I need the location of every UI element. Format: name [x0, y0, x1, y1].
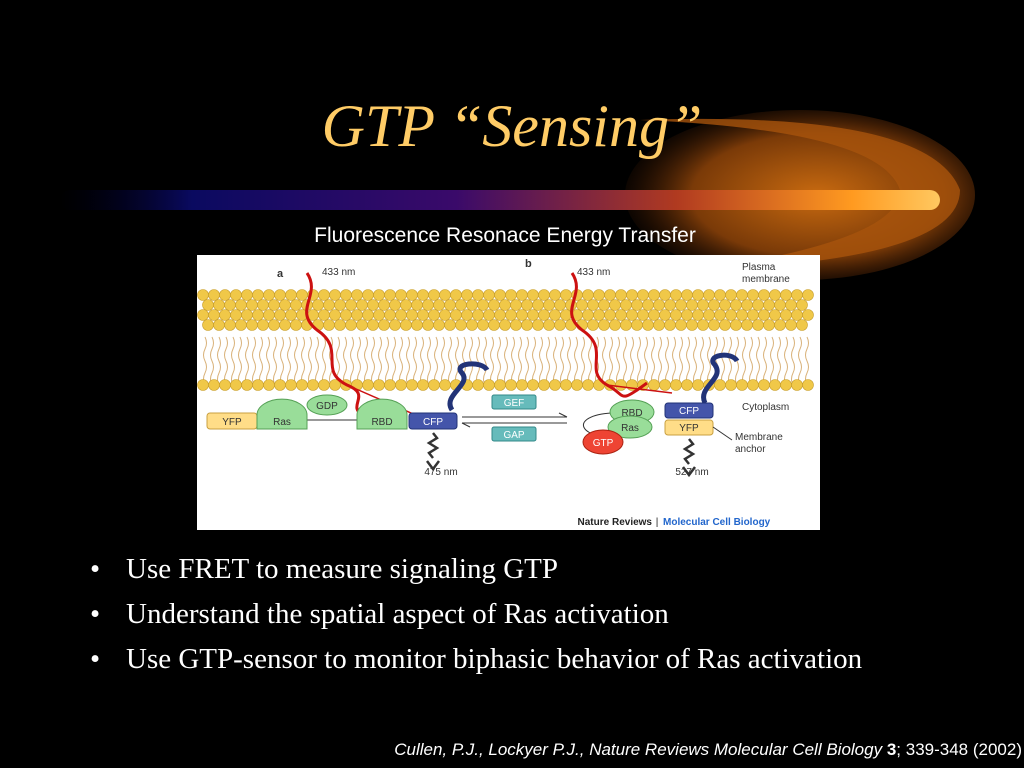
credit-separator: | [656, 517, 659, 528]
emission-arrow-b [682, 438, 696, 465]
bullet-text: Use FRET to measure signaling GTP [126, 553, 559, 585]
bullet-item: • Understand the spatial aspect of Ras ac… [90, 597, 890, 632]
activation-arrow [462, 412, 568, 418]
bullet-glyph: • [90, 643, 101, 675]
excitation-arrow-b [570, 272, 648, 398]
cfp-label-a: CFP [423, 417, 443, 428]
yfp-label-a: YFP [222, 417, 242, 428]
cfp-label-b: CFP [679, 406, 699, 417]
emission-a-label: 475 nm [424, 467, 457, 478]
construct-b: RBD Ras GTP CFP YFP [582, 399, 733, 455]
credit-nature-reviews: Nature Reviews [578, 517, 653, 528]
bullet-glyph: • [90, 598, 101, 630]
bullet-text: Understand the spatial aspect of Ras act… [126, 598, 669, 630]
gap-label: GAP [503, 430, 524, 441]
rbd-label-b: RBD [621, 408, 642, 419]
bullet-text: Use GTP-sensor to monitor biphasic behav… [126, 643, 863, 675]
panel-a-label: a [277, 268, 284, 280]
gef-label: GEF [504, 398, 525, 409]
emission-arrow-a [426, 432, 440, 459]
excitation-b-label: 433 nm [577, 267, 610, 278]
construct-a: YFP Ras GDP RBD CFP [206, 394, 458, 430]
membrane-anchor-label-2: anchor [735, 444, 766, 455]
gap-box [491, 426, 537, 442]
ras-label-b: Ras [621, 423, 639, 434]
credit-journal: Molecular Cell Biology [663, 517, 771, 528]
ras-label-a: Ras [273, 417, 291, 428]
citation: Cullen, P.J., Lockyer P.J., Nature Revie… [394, 740, 1022, 760]
bullet-item: • Use GTP-sensor to monitor biphasic beha… [90, 642, 890, 677]
membrane-anchor-b [701, 352, 740, 405]
citation-authors: Cullen, P.J., Lockyer P.J., Nature Revie… [394, 740, 883, 759]
bullet-item: • Use FRET to measure signaling GTP [90, 552, 890, 587]
cytoplasm-label: Cytoplasm [742, 402, 789, 413]
gtp-label: GTP [593, 438, 614, 449]
gdp-label: GDP [316, 401, 338, 412]
excitation-a-label: 433 nm [322, 267, 355, 278]
fret-diagram: a b 433 nm 433 nm Plasma membrane Cytopl… [197, 255, 820, 530]
excitation-arrow-a [305, 272, 363, 417]
inactivation-arrow [461, 422, 567, 428]
panel-b-label: b [525, 258, 532, 270]
bullet-glyph: • [90, 553, 101, 585]
bullet-list: • Use FRET to measure signaling GTP • Unde… [90, 552, 890, 687]
citation-volume: 3 [886, 740, 897, 759]
yfp-label-b: YFP [679, 423, 699, 434]
slide-title: GTP “Sensing” [321, 93, 703, 159]
membrane-anchor-label-1: Membrane [735, 432, 783, 443]
plasma-membrane-label-1: Plasma [742, 262, 776, 273]
citation-pages: ; 339-348 (2002) [896, 740, 1022, 759]
figure-subtitle: Fluorescence Resonace Energy Transfer [314, 224, 696, 247]
plasma-membrane-label-2: membrane [742, 274, 790, 285]
gef-box [491, 394, 537, 410]
emission-b-label: 527 nm [675, 467, 708, 478]
rbd-label-a: RBD [371, 417, 392, 428]
lipid-bilayer [197, 289, 814, 391]
membrane-anchor-a [447, 361, 490, 412]
